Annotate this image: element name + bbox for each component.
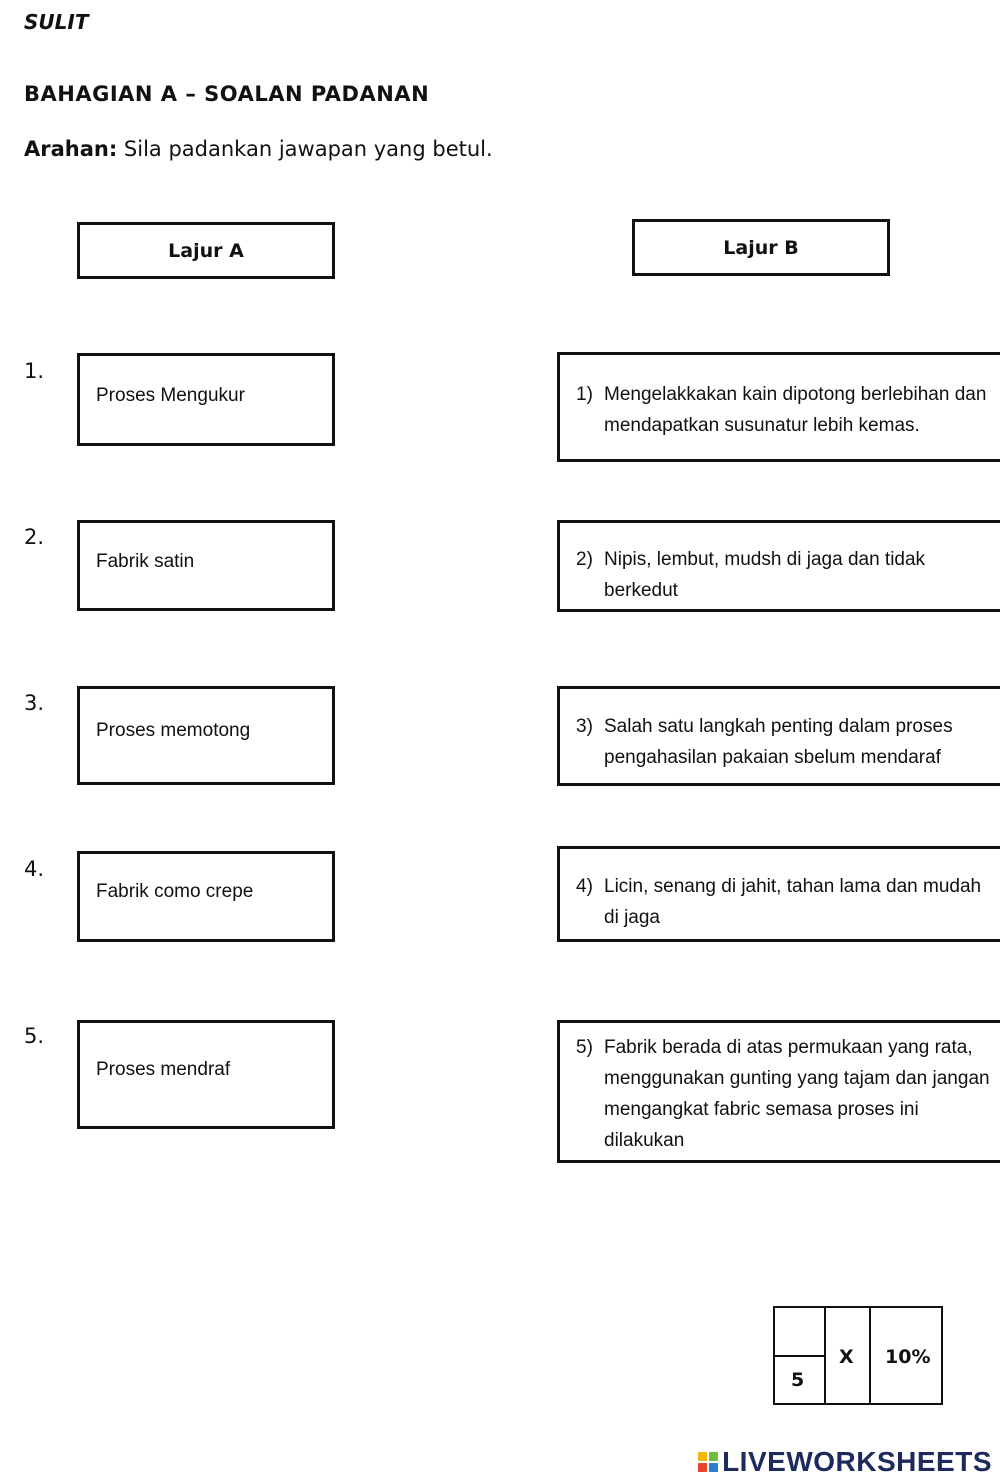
lajur-b-text: Fabrik berada di atas permukaan yang rat… bbox=[604, 1037, 990, 1151]
score-denominator: 5 bbox=[791, 1369, 805, 1391]
column-b-header: Lajur B bbox=[632, 219, 890, 276]
logo-square bbox=[698, 1463, 708, 1472]
answer-slot-a-1[interactable]: Proses Mengukur bbox=[77, 353, 335, 446]
logo-square bbox=[709, 1463, 719, 1472]
lajur-a-item: Fabrik como crepe bbox=[96, 881, 254, 902]
question-number-5: 5. bbox=[24, 1024, 45, 1048]
lajur-b-number: 2) bbox=[576, 549, 593, 570]
score-divider bbox=[824, 1308, 826, 1403]
lajur-a-item: Fabrik satin bbox=[96, 551, 195, 572]
lajur-b-text: Salah satu langkah penting dalam proses … bbox=[604, 716, 953, 768]
answer-slot-a-2[interactable]: Fabrik satin bbox=[77, 520, 335, 611]
lajur-b-item-1[interactable]: 1) Mengelakkakan kain dipotong berlebiha… bbox=[557, 352, 1000, 462]
lajur-b-text: Licin, senang di jahit, tahan lama dan m… bbox=[604, 876, 982, 928]
lajur-a-item: Proses Mengukur bbox=[96, 385, 245, 406]
question-number-1: 1. bbox=[24, 359, 45, 383]
answer-slot-a-4[interactable]: Fabrik como crepe bbox=[77, 851, 335, 942]
lajur-b-item-4[interactable]: 4) Licin, senang di jahit, tahan lama da… bbox=[557, 846, 1000, 942]
logo-square bbox=[709, 1452, 719, 1461]
lajur-b-item-3[interactable]: 3) Salah satu langkah penting dalam pros… bbox=[557, 686, 1000, 786]
liveworksheets-logo-icon bbox=[698, 1452, 719, 1472]
question-number-4: 4. bbox=[24, 857, 45, 881]
instructions: Arahan: Sila padankan jawapan yang betul… bbox=[24, 137, 493, 161]
lajur-b-text: Mengelakkakan kain dipotong berlebihan d… bbox=[604, 384, 987, 436]
brand-name: LIVEWORKSHEETS bbox=[722, 1446, 992, 1477]
section-title: BAHAGIAN A – SOALAN PADANAN bbox=[24, 82, 430, 106]
answer-slot-a-3[interactable]: Proses memotong bbox=[77, 686, 335, 785]
lajur-b-item-5[interactable]: 5) Fabrik berada di atas permukaan yang … bbox=[557, 1020, 1000, 1163]
score-table: 5 X 10% bbox=[773, 1306, 943, 1405]
logo-square bbox=[698, 1452, 708, 1461]
score-times: X bbox=[839, 1346, 854, 1368]
question-number-3: 3. bbox=[24, 691, 45, 715]
score-divider bbox=[869, 1308, 871, 1403]
lajur-b-text: Nipis, lembut, mudsh di jaga dan tidak b… bbox=[604, 549, 926, 601]
sulit-label: SULIT bbox=[24, 10, 89, 34]
answer-slot-a-5[interactable]: Proses mendraf bbox=[77, 1020, 335, 1129]
column-a-header: Lajur A bbox=[77, 222, 335, 279]
lajur-a-item: Proses memotong bbox=[96, 720, 251, 741]
lajur-b-number: 1) bbox=[576, 384, 593, 405]
instruction-text: Sila padankan jawapan yang betul. bbox=[117, 137, 493, 161]
instruction-label: Arahan: bbox=[24, 137, 118, 161]
lajur-b-number: 3) bbox=[576, 716, 593, 737]
lajur-b-number: 5) bbox=[576, 1037, 593, 1058]
score-percent: 10% bbox=[885, 1346, 931, 1368]
question-number-2: 2. bbox=[24, 525, 45, 549]
liveworksheets-brand: LIVEWORKSHEETS bbox=[698, 1446, 992, 1478]
lajur-b-item-2[interactable]: 2) Nipis, lembut, mudsh di jaga dan tida… bbox=[557, 520, 1000, 612]
lajur-b-number: 4) bbox=[576, 876, 593, 897]
score-divider bbox=[775, 1355, 824, 1357]
lajur-a-item: Proses mendraf bbox=[96, 1059, 231, 1080]
